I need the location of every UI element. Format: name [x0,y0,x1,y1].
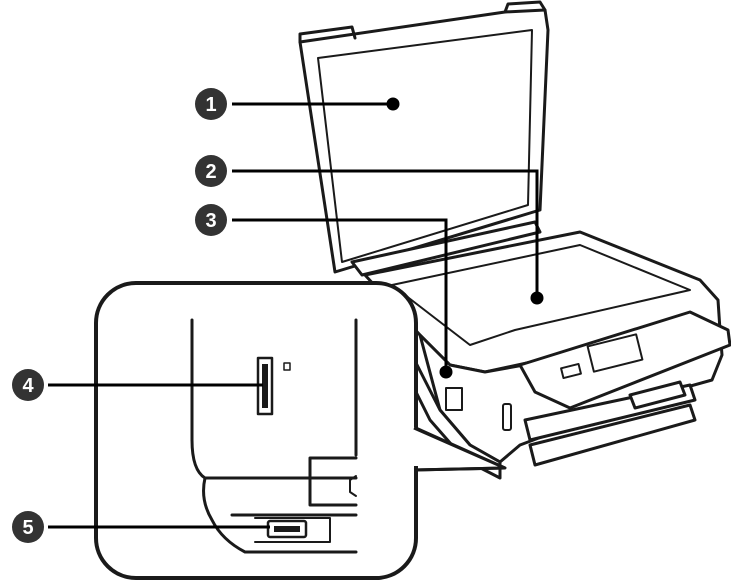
callout-2: 2 [195,155,227,187]
zoom-detail-drawing [190,318,358,554]
callout-3: 3 [195,204,227,236]
cover-hinge-top [503,0,547,14]
callout-4: 4 [12,369,44,401]
leader-line-3 [232,218,448,372]
zoom-panel-curve [349,475,357,497]
callout-badge [195,88,227,120]
callout-number: 3 [205,210,216,232]
callout-number: 4 [22,375,34,397]
front-slot [502,403,512,431]
usb-port-inner [274,526,300,532]
printer-illustration [298,0,731,480]
zoom-frame [94,281,418,580]
panel-button [560,362,582,380]
callout-badge [12,511,44,543]
output-tray [628,380,687,410]
panel-screen [586,333,644,373]
callout-badge [195,204,227,236]
callout-1: 1 [195,88,227,120]
side-port [445,387,463,411]
callout-badge [12,369,44,401]
leader-lines [48,97,544,529]
detail-zoom-bubble [94,281,507,580]
zoom-base-curve [202,476,358,554]
leader-dot-2 [530,291,544,305]
callout-number: 5 [22,517,33,539]
zoom-port-panel [308,456,358,507]
document-cover-inner [317,29,533,263]
leader-dot-1 [386,97,400,111]
cover-hinge-left [298,25,357,44]
callout-badge [195,155,227,187]
memory-card-slot-inner [262,364,268,408]
callout-number: 1 [205,94,216,116]
leader-line-2 [232,169,539,298]
zoom-pointer-edges [413,426,506,472]
callout-5: 5 [12,511,44,543]
card-indicator-light [283,362,291,371]
zoom-usb-housing [254,517,331,543]
paper-tray-lower [528,403,697,467]
callout-number: 2 [205,161,216,183]
leader-dot-3 [439,365,453,379]
